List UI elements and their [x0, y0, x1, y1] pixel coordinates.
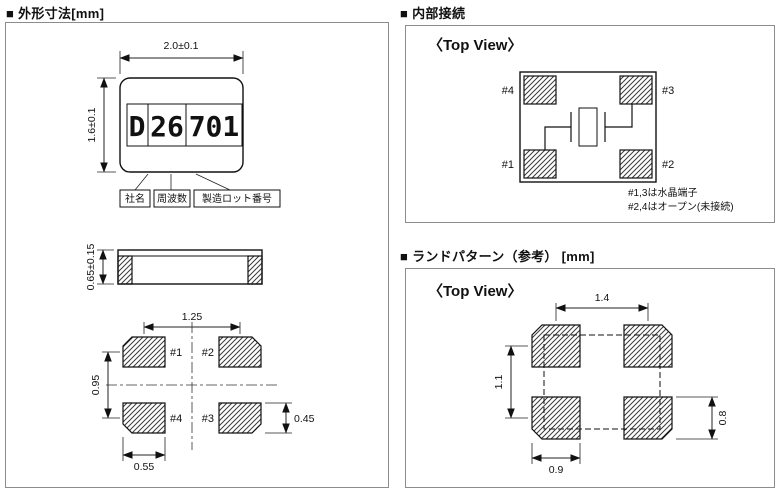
dim-pad-pitch-x-label: 1.25 — [182, 311, 203, 323]
internal-pad-1 — [523, 149, 557, 179]
side-view-body — [117, 249, 263, 285]
bottom-pad-2-label: #2 — [202, 347, 214, 359]
dim-land-pitch-x-label: 1.4 — [595, 292, 610, 304]
dim-pad-width: 0.55 — [122, 437, 166, 473]
legend-frequency-label: 周波数 — [157, 192, 187, 205]
dim-land-pitch-y: 1.1 — [493, 345, 528, 419]
outline-bottom-view: #1 #2 #4 #3 1.25 0.95 0.55 — [90, 311, 315, 473]
land-pad-br — [623, 396, 673, 440]
crystal-symbol — [544, 104, 633, 150]
dim-thickness-label: 0.65±0.15 — [85, 244, 97, 291]
legend-lot-label: 製造ロット番号 — [202, 192, 272, 205]
marking-leader-lines — [134, 173, 231, 191]
outline-side-view: 0.65±0.15 — [85, 244, 263, 291]
internal-pad-3 — [619, 75, 653, 105]
land-section-title: ■ ランドパターン（参考） [mm] — [400, 249, 595, 264]
dim-pad-pitch-x: 1.25 — [143, 311, 241, 334]
internal-pad-3-label: #3 — [662, 85, 674, 97]
land-view-label: 〈Top View〉 — [428, 282, 522, 300]
land-pattern-view: 〈Top View〉 1.4 1.1 0 — [428, 282, 729, 476]
package-outline — [119, 77, 244, 173]
bottom-pad-4 — [122, 402, 166, 434]
internal-note-1: #1,3は水晶端子 — [628, 186, 697, 199]
side-terminal-right — [247, 255, 263, 285]
dim-pad-pitch-y-label: 0.95 — [90, 375, 102, 396]
outline-section-title: ■ 外形寸法[mm] — [6, 6, 105, 21]
dim-land-pad-height-label: 0.8 — [717, 411, 729, 426]
marking-frequency-code: 26 — [150, 110, 184, 143]
dim-package-height: 1.6±0.1 — [86, 77, 116, 173]
bottom-pad-1 — [122, 336, 166, 368]
land-pad-bl — [531, 396, 581, 440]
legend-company-label: 社名 — [125, 192, 145, 205]
internal-section-title: ■ 内部接続 — [400, 6, 466, 21]
dim-pad-pitch-y: 0.95 — [90, 351, 120, 419]
internal-pad-2 — [619, 149, 653, 179]
land-package-outline-dashed — [543, 334, 661, 430]
internal-pad-4-label: #4 — [502, 85, 514, 97]
land-pad-tl — [531, 324, 581, 368]
dim-land-pad-height: 0.8 — [676, 396, 729, 440]
internal-pad-4 — [523, 75, 557, 105]
bottom-pad-1-label: #1 — [170, 347, 182, 359]
internal-connection-view: 〈Top View〉 #4 #3 #1 #2 #1,3は水晶端子 #2,4はオー… — [428, 36, 734, 213]
bottom-pad-4-label: #4 — [170, 413, 182, 425]
dim-land-pad-width: 0.9 — [531, 443, 581, 476]
internal-pad-1-label: #1 — [502, 159, 514, 171]
internal-view-label: 〈Top View〉 — [428, 36, 522, 54]
land-pad-tr — [623, 324, 673, 368]
side-terminal-left — [117, 255, 133, 285]
dim-pad-height-label: 0.45 — [294, 413, 315, 425]
marking-lot-code: 701 — [189, 110, 240, 143]
dim-package-height-label: 1.6±0.1 — [86, 107, 98, 142]
dim-pad-height: 0.45 — [265, 402, 315, 434]
bottom-pad-3 — [218, 402, 262, 434]
bottom-pad-3-label: #3 — [202, 413, 214, 425]
marking-company-code: D — [129, 110, 146, 143]
dim-package-width: 2.0±0.1 — [119, 40, 244, 74]
dim-thickness: 0.65±0.15 — [85, 244, 114, 291]
internal-pad-2-label: #2 — [662, 159, 674, 171]
marking-area: D 26 701 — [126, 103, 243, 147]
dim-land-pitch-x: 1.4 — [555, 292, 649, 321]
bottom-pad-2 — [218, 336, 262, 368]
dim-land-pitch-y-label: 1.1 — [493, 375, 505, 390]
marking-legend: 社名 周波数 製造ロット番号 — [119, 189, 281, 208]
dim-land-pad-width-label: 0.9 — [549, 464, 564, 476]
dim-package-width-label: 2.0±0.1 — [164, 40, 199, 52]
outline-top-view: 2.0±0.1 1.6±0.1 D 26 701 — [86, 40, 281, 208]
dim-pad-width-label: 0.55 — [134, 461, 155, 473]
internal-note-2: #2,4はオープン(未接続) — [628, 200, 734, 213]
